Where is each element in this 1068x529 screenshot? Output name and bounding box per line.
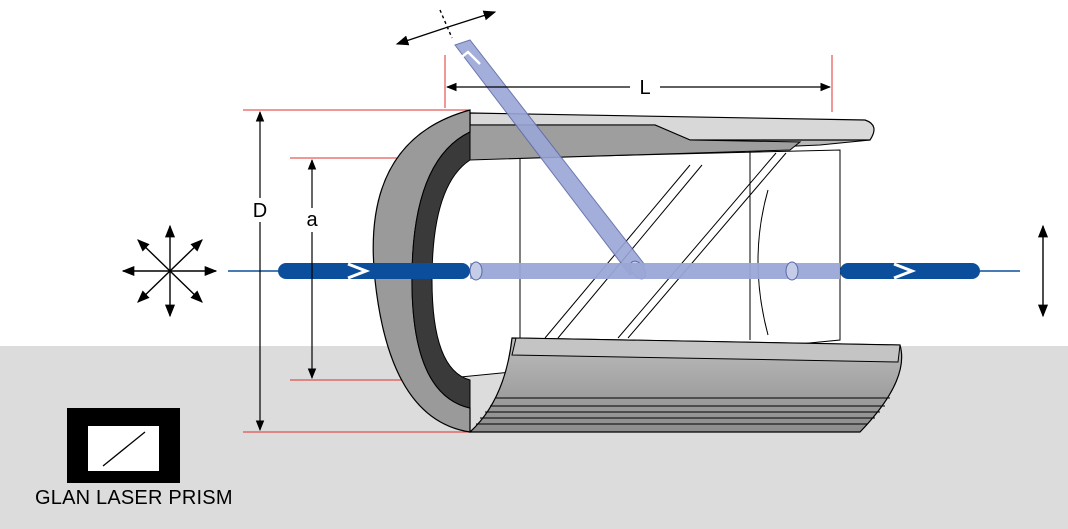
aperture-label: a: [306, 209, 318, 231]
front-ring-inner: [411, 131, 471, 409]
caption: GLAN LASER PRISM: [35, 487, 233, 509]
beam-input: [278, 263, 470, 279]
dimension-arrows: [255, 82, 832, 432]
beam-inside: [470, 263, 840, 279]
length-label: L: [639, 77, 650, 99]
prism-symbol-icon: [67, 408, 180, 483]
rejected-polarization-icon: [395, 9, 497, 46]
polarization-star-icon: [121, 224, 218, 318]
diameter-label: D: [253, 200, 267, 222]
housing-bottom-shell: [468, 337, 903, 433]
prism-interface-2: [617, 152, 777, 339]
